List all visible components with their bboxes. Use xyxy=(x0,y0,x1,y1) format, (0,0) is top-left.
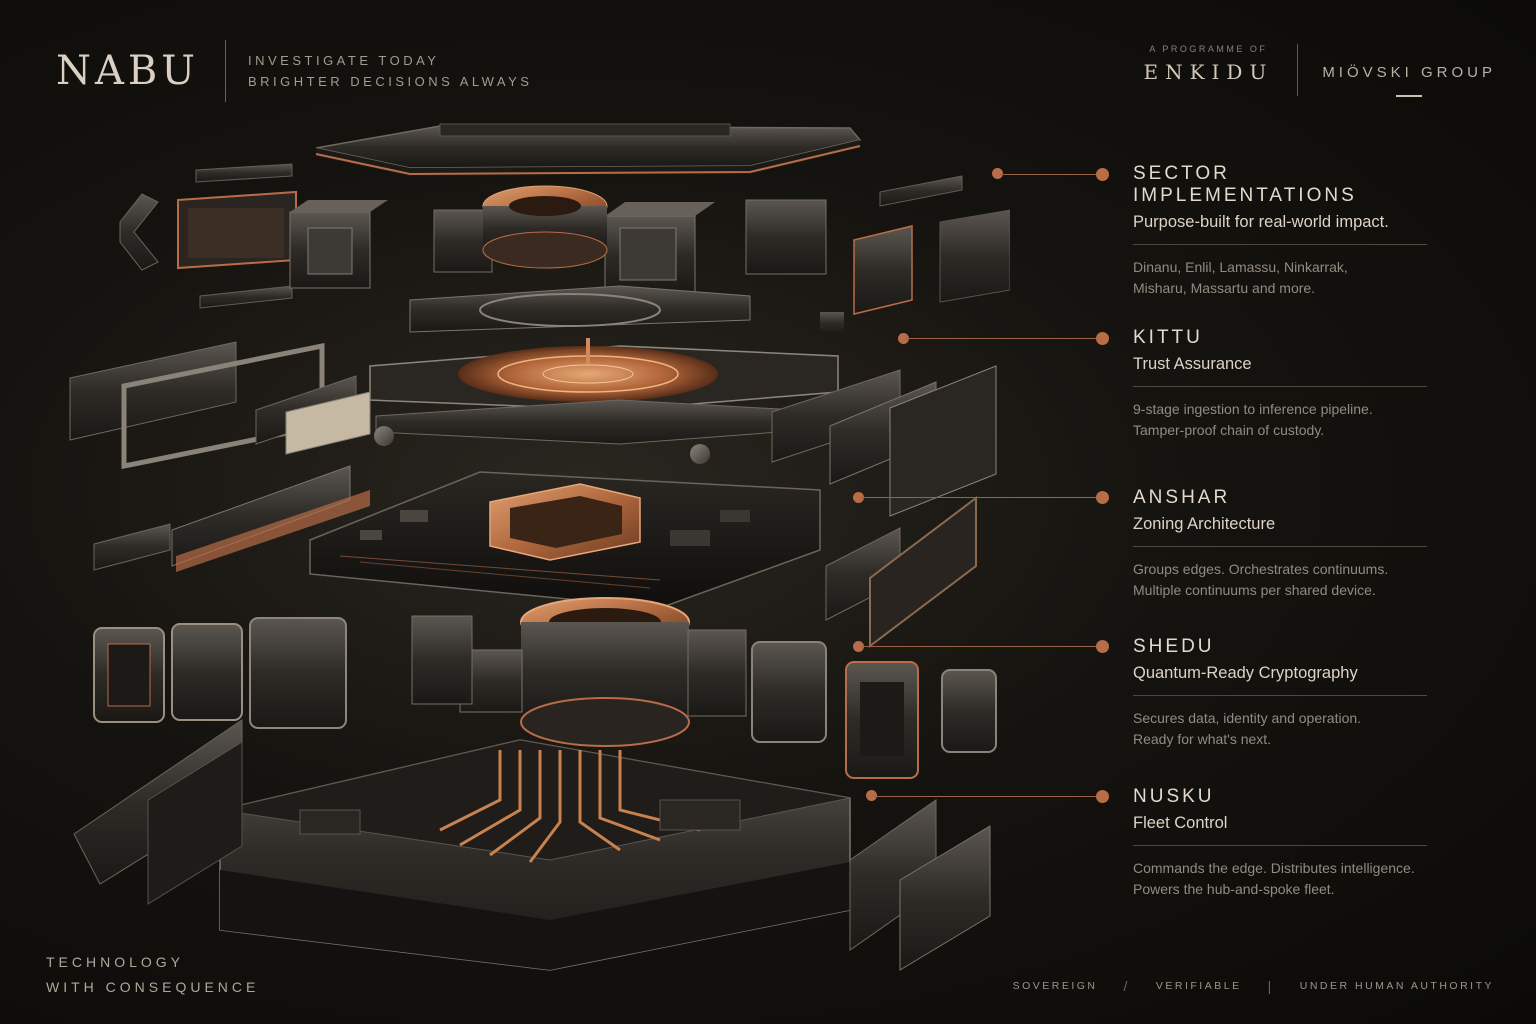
pillar-separator: / xyxy=(1123,978,1130,994)
exploded-device-illustration xyxy=(69,123,1010,971)
brand-logo: NABU xyxy=(56,48,199,94)
feature-kittu: KITTU Trust Assurance 9-stage ingestion … xyxy=(1133,327,1433,441)
feature-subtitle: Quantum-Ready Cryptography xyxy=(1133,664,1358,682)
feature-desc-line-2: Multiple continuums per shared device. xyxy=(1133,582,1376,598)
feature-desc-line-1: Commands the edge. Distributes intellige… xyxy=(1133,860,1415,876)
leader-anchor-dot xyxy=(853,641,864,652)
top-cover-plate xyxy=(315,123,862,176)
leader-end-dot xyxy=(1096,640,1109,653)
feature-description: Secures data, identity and operation. Re… xyxy=(1133,708,1433,750)
programme-label: A PROGRAMME OF xyxy=(1149,44,1268,54)
leader-anchor-dot xyxy=(866,790,877,801)
programme-divider xyxy=(1297,44,1299,96)
feature-desc-line-2: Misharu, Massartu and more. xyxy=(1133,280,1316,296)
quantum-crypto-core-layer xyxy=(93,597,997,779)
leader-end-dot xyxy=(1096,491,1109,504)
feature-title: SECTOR IMPLEMENTATIONS xyxy=(1133,163,1357,206)
leader-end-dot xyxy=(1096,168,1109,181)
leader-line xyxy=(861,646,1100,647)
pillar-sovereign: SOVEREIGN xyxy=(1012,980,1098,992)
leader-anchor-dot xyxy=(853,492,864,503)
programme-group: MIÖVSKI GROUP xyxy=(1322,64,1496,81)
feature-title: ANSHAR xyxy=(1133,487,1231,508)
footer-slogan-line-1: TECHNOLOGY xyxy=(46,954,185,970)
feature-divider xyxy=(1133,845,1427,846)
feature-desc-line-1: Groups edges. Orchestrates continuums. xyxy=(1133,561,1389,577)
feature-divider xyxy=(1133,695,1427,696)
tagline-line-2: BRIGHTER DECISIONS ALWAYS xyxy=(248,74,533,89)
feature-subtitle: Zoning Architecture xyxy=(1133,515,1276,533)
programme-enkidu: A PROGRAMME OF ENKIDU xyxy=(1143,44,1273,84)
feature-description: Dinanu, Enlil, Lamassu, Ninkarrak, Misha… xyxy=(1133,257,1433,299)
feature-description: 9-stage ingestion to inference pipeline.… xyxy=(1133,399,1433,441)
leader-line xyxy=(906,338,1100,339)
programme-group-underline xyxy=(1396,95,1423,97)
leader-end-dot xyxy=(1096,332,1109,345)
feature-desc-line-1: 9-stage ingestion to inference pipeline. xyxy=(1133,401,1373,417)
feature-subtitle: Trust Assurance xyxy=(1133,355,1252,373)
feature-description: Commands the edge. Distributes intellige… xyxy=(1133,858,1433,900)
brand-divider xyxy=(225,40,226,102)
fleet-control-base-chassis xyxy=(73,719,991,971)
pillar-verifiable: VERIFIABLE xyxy=(1155,980,1242,992)
footer-pillars: SOVEREIGN / VERIFIABLE | UNDER HUMAN AUT… xyxy=(1013,978,1494,994)
feature-divider xyxy=(1133,386,1427,387)
programme-name: ENKIDU xyxy=(1143,60,1274,84)
feature-nusku: NUSKU Fleet Control Commands the edge. D… xyxy=(1133,786,1433,900)
feature-anshar: ANSHAR Zoning Architecture Groups edges.… xyxy=(1133,487,1433,601)
sector-module-layer xyxy=(119,163,1010,315)
pillar-separator: | xyxy=(1267,978,1274,994)
feature-desc-line-1: Secures data, identity and operation. xyxy=(1133,710,1362,726)
tagline-line-1: INVESTIGATE TODAY xyxy=(248,53,440,68)
leader-line xyxy=(874,796,1100,797)
footer-slogan-line-2: WITH CONSEQUENCE xyxy=(46,979,260,995)
feature-divider xyxy=(1133,546,1427,547)
brand-block: NABU INVESTIGATE TODAY BRIGHTER DECISION… xyxy=(56,40,532,102)
feature-title: SHEDU xyxy=(1133,636,1215,657)
feature-subtitle: Purpose-built for real-world impact. xyxy=(1133,213,1389,231)
programme-block: A PROGRAMME OF ENKIDU MIÖVSKI GROUP xyxy=(1143,44,1496,97)
feature-subtitle: Fleet Control xyxy=(1133,814,1228,832)
feature-title: KITTU xyxy=(1133,327,1203,348)
zoning-circuit-board-layer xyxy=(93,465,977,649)
pillar-human-authority: UNDER HUMAN AUTHORITY xyxy=(1299,980,1494,992)
feature-desc-line-1: Dinanu, Enlil, Lamassu, Ninkarrak, xyxy=(1133,259,1348,275)
leader-anchor-dot xyxy=(898,333,909,344)
brand-tagline: INVESTIGATE TODAY BRIGHTER DECISIONS ALW… xyxy=(248,50,532,92)
feature-sector-implementations: SECTOR IMPLEMENTATIONS Purpose-built for… xyxy=(1133,163,1433,299)
feature-desc-line-2: Powers the hub-and-spoke fleet. xyxy=(1133,881,1335,897)
feature-title: NUSKU xyxy=(1133,786,1215,807)
feature-divider xyxy=(1133,244,1427,245)
footer-slogan: TECHNOLOGY WITH CONSEQUENCE xyxy=(46,950,259,1000)
leader-end-dot xyxy=(1096,790,1109,803)
leader-anchor-dot xyxy=(992,168,1003,179)
feature-desc-line-2: Ready for what's next. xyxy=(1133,731,1272,747)
feature-desc-line-2: Tamper-proof chain of custody. xyxy=(1133,422,1325,438)
leader-line xyxy=(861,497,1100,498)
leader-line xyxy=(1000,174,1100,175)
feature-shedu: SHEDU Quantum-Ready Cryptography Secures… xyxy=(1133,636,1433,750)
trust-assurance-frame-layer xyxy=(69,285,997,517)
feature-description: Groups edges. Orchestrates continuums. M… xyxy=(1133,559,1433,601)
programme-group-block: MIÖVSKI GROUP xyxy=(1322,44,1496,97)
